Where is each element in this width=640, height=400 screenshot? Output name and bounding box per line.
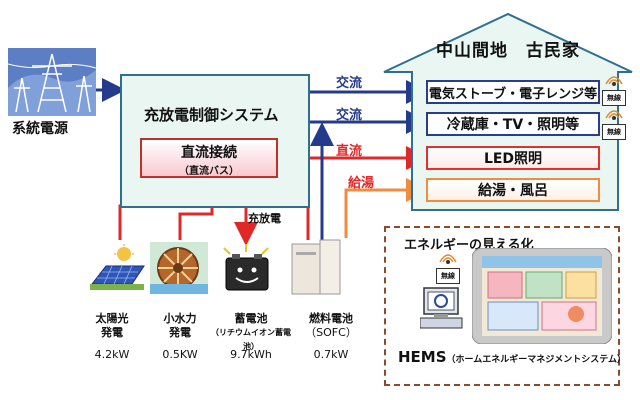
wireless-tag-2: 無線 — [602, 124, 626, 140]
antenna-icon — [439, 254, 457, 264]
fuel-cell-icon — [291, 239, 341, 295]
grid-label: 系統電源 — [12, 121, 68, 137]
water-wheel-icon — [150, 242, 208, 294]
antenna-icon — [605, 76, 623, 86]
appliance-led: LED照明 — [426, 146, 600, 170]
ac-label-1: 交流 — [336, 76, 363, 91]
dc-bus-box: 直流接続 （直流バス） — [140, 138, 278, 178]
hems-label: HEMS（ホームエネルギーマネジメントシステム） — [398, 348, 626, 366]
solar-name: 太陽光発電 — [95, 312, 129, 339]
controller-title: 充放電制御システム — [144, 106, 279, 124]
dc-bus-title: 直流接続 — [181, 145, 237, 161]
hydro-name: 小水力発電 — [163, 312, 197, 339]
solar-panel-icon — [90, 244, 145, 290]
fuel-cell-name: 燃料電池（SOFC） — [305, 312, 357, 339]
solar-value: 4.2kW — [94, 348, 130, 361]
ac-label-2: 交流 — [336, 108, 363, 123]
charge-discharge-label: 充放電 — [248, 212, 281, 225]
appliance-heater: 電気ストーブ・電子レンジ等 — [426, 80, 600, 104]
antenna-icon — [605, 110, 623, 120]
appliance-bath: 給湯・風呂 — [426, 178, 600, 202]
battery-icon — [223, 244, 269, 291]
power-tower-icon — [7, 48, 97, 116]
battery-value: 9.7kWh — [230, 348, 272, 361]
hems-wireless-tag: 無線 — [436, 268, 460, 284]
hot-water-line — [344, 178, 430, 238]
battery-name: 蓄電池（リチウムイオン蓄電池） — [211, 312, 291, 351]
wireless-tag-1: 無線 — [602, 90, 626, 106]
fuel-cell-value: 0.7kW — [313, 348, 349, 361]
hot-water-label: 給湯 — [348, 176, 375, 191]
appliance-fridge: 冷蔵庫・TV・照明等 — [426, 112, 600, 136]
hydro-value: 0.5KW — [162, 348, 198, 361]
dc-bus-subtitle: （直流バス） — [179, 166, 239, 177]
dc-label: 直流 — [336, 144, 363, 159]
house-title: 中山間地 古民家 — [436, 41, 580, 61]
tablet-icon — [472, 248, 612, 344]
computer-icon — [420, 287, 463, 329]
